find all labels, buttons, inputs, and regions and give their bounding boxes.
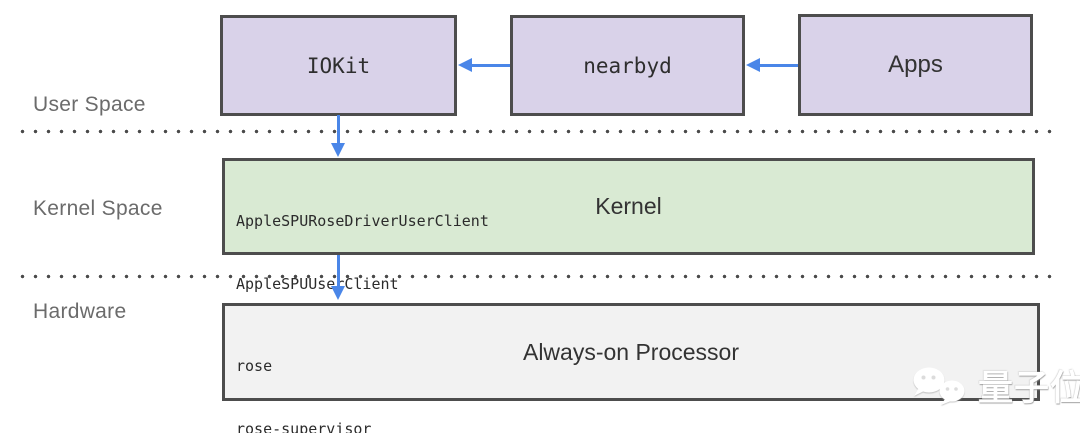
aop-firmware-line: rose bbox=[236, 357, 273, 375]
iokit-label: IOKit bbox=[306, 53, 371, 78]
aop-firmware-list: rose rose-supervisor bbox=[236, 314, 371, 433]
arrow-line bbox=[759, 64, 798, 67]
arrow-line bbox=[337, 255, 340, 287]
arrow-head-down-icon bbox=[331, 143, 345, 157]
watermark: 量子位 bbox=[908, 360, 1080, 411]
separator-kernel-hardware bbox=[20, 274, 1060, 279]
nearbyd-label: nearbyd bbox=[583, 53, 672, 78]
arrow-head-left-icon bbox=[746, 58, 760, 72]
layer-label-kernel-space: Kernel Space bbox=[33, 197, 163, 220]
kernel-label: Kernel bbox=[595, 193, 662, 219]
arrow-line bbox=[471, 64, 510, 67]
kernel-userclient-list: AppleSPURoseDriverUserClient AppleSPUUse… bbox=[236, 169, 489, 337]
arrow-head-left-icon bbox=[458, 58, 472, 72]
iokit-box: IOKit bbox=[220, 15, 457, 116]
arrow-line bbox=[337, 115, 340, 144]
wechat-icon bbox=[913, 367, 965, 405]
always-on-processor-label: Always-on Processor bbox=[522, 338, 740, 365]
apps-label: Apps bbox=[888, 51, 943, 78]
layer-label-hardware: Hardware bbox=[33, 300, 127, 323]
watermark-text: 量子位 bbox=[978, 369, 1080, 408]
always-on-processor-box: rose rose-supervisor Always-on Processor bbox=[222, 303, 1040, 433]
separator-user-kernel bbox=[20, 129, 1060, 134]
apps-box: Apps bbox=[798, 14, 1033, 116]
arrow-head-down-icon bbox=[331, 286, 345, 300]
nearbyd-box: nearbyd bbox=[510, 15, 745, 116]
kernel-box: AppleSPURoseDriverUserClient AppleSPUUse… bbox=[222, 158, 1035, 293]
kernel-userclient-line: AppleSPUUserClient bbox=[236, 275, 399, 293]
layer-label-user-space: User Space bbox=[33, 93, 146, 116]
kernel-userclient-line: AppleSPURoseDriverUserClient bbox=[236, 212, 489, 230]
aop-firmware-line: rose-supervisor bbox=[236, 420, 372, 433]
